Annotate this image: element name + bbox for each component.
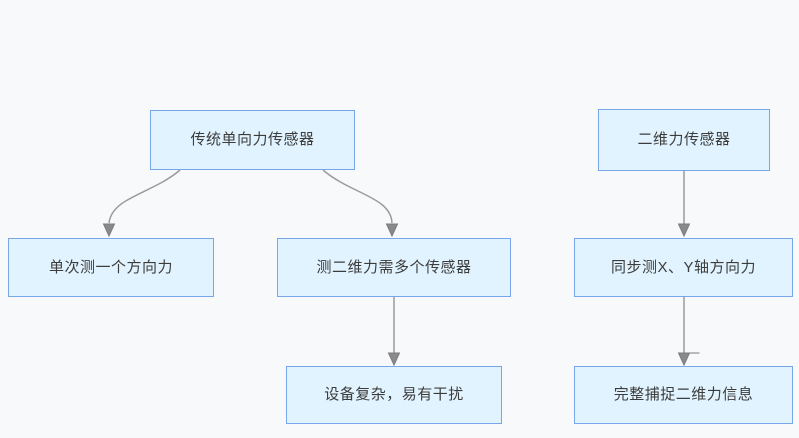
node-traditional-sensor: 传统单向力传感器 xyxy=(150,110,355,170)
node-single-direction: 单次测一个方向力 xyxy=(8,238,214,297)
node-capture-full-2d: 完整捕捉二维力信息 xyxy=(574,366,793,424)
arrowhead-icon xyxy=(677,352,700,367)
node-label: 完整捕捉二维力信息 xyxy=(613,386,754,403)
node-multi-sensor-needed: 测二维力需多个传感器 xyxy=(277,238,511,297)
arrowhead-icon xyxy=(385,223,399,238)
node-label: 测二维力需多个传感器 xyxy=(316,258,472,276)
arrowhead-icon xyxy=(677,223,691,238)
arrowhead-icon xyxy=(387,352,401,367)
node-label: 传统单向力传感器 xyxy=(190,131,315,148)
node-complex-interference: 设备复杂，易有干扰 xyxy=(286,366,502,424)
arrowhead-icon xyxy=(102,223,116,238)
node-label: 二维力传感器 xyxy=(637,131,731,148)
connector-traditional-to-single xyxy=(108,169,181,224)
node-sync-xy-axes: 同步测X、Y轴方向力 xyxy=(574,238,793,297)
connector-traditional-to-multi xyxy=(322,169,393,224)
node-label: 单次测一个方向力 xyxy=(48,258,173,276)
node-two-d-sensor: 二维力传感器 xyxy=(598,109,770,171)
node-label: 同步测X、Y轴方向力 xyxy=(610,258,756,276)
node-label: 设备复杂，易有干扰 xyxy=(324,386,464,403)
